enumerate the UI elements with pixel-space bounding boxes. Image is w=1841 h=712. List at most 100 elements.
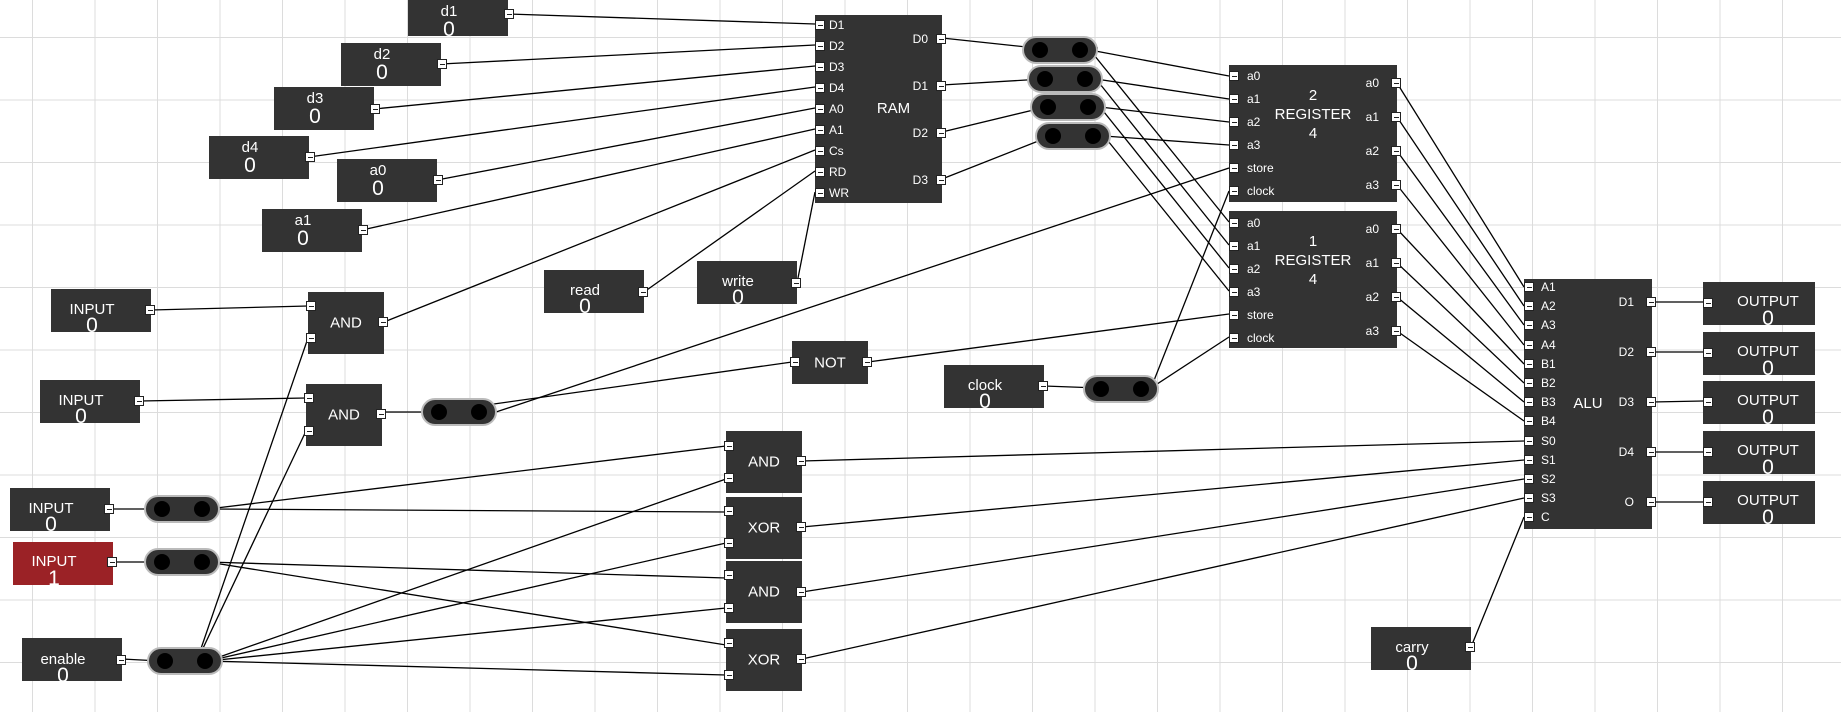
input-port[interactable] [304, 426, 314, 436]
input-port[interactable] [1524, 512, 1534, 522]
input-port[interactable] [1229, 186, 1239, 196]
output-port[interactable] [1038, 381, 1048, 391]
input-clock[interactable]: clock 0 [944, 365, 1048, 412]
output-port[interactable] [107, 557, 117, 567]
input-port[interactable] [1524, 359, 1534, 369]
output-port[interactable] [936, 128, 946, 138]
and-gate-4[interactable]: AND [724, 561, 806, 623]
register-1[interactable]: 1 REGISTER 4 a0 a1 a2 a3 store clock a0 … [1229, 211, 1401, 348]
input-d4[interactable]: d4 0 [209, 136, 315, 179]
input-port[interactable] [1524, 397, 1534, 407]
input-port[interactable] [1524, 493, 1534, 503]
input-d1[interactable]: d1 0 [408, 0, 514, 40]
input-port[interactable] [1703, 397, 1713, 407]
output-port[interactable] [796, 587, 806, 597]
input-port[interactable] [1524, 282, 1534, 292]
input-port[interactable] [815, 20, 825, 30]
and-gate-3[interactable]: AND [724, 431, 806, 493]
output-port[interactable] [116, 655, 126, 665]
input-port[interactable] [306, 333, 316, 343]
splitter-d1[interactable] [1027, 65, 1103, 93]
output-port[interactable] [936, 34, 946, 44]
output-port[interactable] [1391, 258, 1401, 268]
alu-chip[interactable]: ALU A1 A2 A3 A4 B1 B2 B3 B4 S0 S1 S2 S3 … [1524, 279, 1656, 529]
output-port[interactable] [1646, 497, 1656, 507]
input-a0[interactable]: a0 0 [337, 159, 443, 202]
splitter-input-3[interactable] [144, 495, 220, 523]
input-port[interactable] [1703, 497, 1713, 507]
xor-gate-1[interactable]: XOR [724, 497, 806, 559]
input-port[interactable] [1524, 455, 1534, 465]
input-port[interactable] [724, 473, 734, 483]
input-port[interactable] [1524, 378, 1534, 388]
output-port[interactable] [936, 81, 946, 91]
input-d3[interactable]: d3 0 [274, 87, 380, 130]
input-switch-1[interactable]: INPUT 0 [51, 289, 155, 336]
input-port[interactable] [306, 301, 316, 311]
output-port[interactable] [1646, 347, 1656, 357]
input-port[interactable] [1703, 447, 1713, 457]
input-port[interactable] [1229, 310, 1239, 320]
output-port[interactable] [1391, 292, 1401, 302]
input-port[interactable] [815, 146, 825, 156]
ram-chip[interactable]: RAM D1 D2 D3 D4 A0 A1 Cs RD WR D0 D1 D2 … [815, 15, 946, 203]
input-port[interactable] [304, 393, 314, 403]
input-switch-4[interactable]: INPUT 1 [13, 542, 117, 589]
input-port[interactable] [815, 125, 825, 135]
output-port[interactable] [104, 504, 114, 514]
output-port[interactable] [1391, 326, 1401, 336]
input-port[interactable] [724, 638, 734, 648]
output-port[interactable] [1646, 447, 1656, 457]
input-port[interactable] [790, 357, 800, 367]
output-port[interactable] [936, 175, 946, 185]
splitter-d0[interactable] [1022, 36, 1098, 64]
input-port[interactable] [1229, 333, 1239, 343]
input-port[interactable] [724, 670, 734, 680]
input-write[interactable]: write 0 [697, 261, 801, 308]
splitter-input-4[interactable] [144, 548, 220, 576]
input-a1[interactable]: a1 0 [262, 209, 368, 252]
splitter-clock[interactable] [1083, 375, 1159, 403]
input-port[interactable] [1229, 163, 1239, 173]
input-port[interactable] [1229, 264, 1239, 274]
output-port[interactable] [796, 522, 806, 532]
output-port[interactable] [1646, 297, 1656, 307]
output-port[interactable] [1391, 112, 1401, 122]
output-port[interactable] [145, 305, 155, 315]
input-d2[interactable]: d2 0 [341, 43, 447, 86]
output-port[interactable] [433, 175, 443, 185]
output-port[interactable] [378, 317, 388, 327]
input-port[interactable] [1524, 301, 1534, 311]
output-port[interactable] [862, 357, 872, 367]
splitter-d2[interactable] [1030, 93, 1106, 121]
input-port[interactable] [815, 104, 825, 114]
and-gate-1[interactable]: AND [306, 292, 388, 354]
xor-gate-2[interactable]: XOR [724, 629, 806, 691]
input-port[interactable] [1229, 94, 1239, 104]
input-port[interactable] [724, 506, 734, 516]
output-port[interactable] [1391, 78, 1401, 88]
output-port[interactable] [437, 59, 447, 69]
splitter-enable[interactable] [147, 647, 223, 675]
input-port[interactable] [1229, 287, 1239, 297]
input-carry[interactable]: carry 0 [1371, 627, 1475, 674]
input-port[interactable] [1524, 416, 1534, 426]
input-port[interactable] [1229, 218, 1239, 228]
input-port[interactable] [724, 441, 734, 451]
input-port[interactable] [1703, 298, 1713, 308]
output-port[interactable] [376, 409, 386, 419]
output-port[interactable] [134, 396, 144, 406]
input-port[interactable] [1703, 348, 1713, 358]
input-port[interactable] [724, 570, 734, 580]
output-port[interactable] [1391, 180, 1401, 190]
splitter-d3[interactable] [1035, 122, 1111, 150]
output-port[interactable] [796, 654, 806, 664]
input-port[interactable] [1229, 71, 1239, 81]
output-port[interactable] [638, 287, 648, 297]
output-port[interactable] [1391, 146, 1401, 156]
input-port[interactable] [815, 167, 825, 177]
input-port[interactable] [1524, 320, 1534, 330]
output-port[interactable] [305, 152, 315, 162]
and-gate-2[interactable]: AND [304, 384, 386, 446]
input-port[interactable] [1524, 436, 1534, 446]
